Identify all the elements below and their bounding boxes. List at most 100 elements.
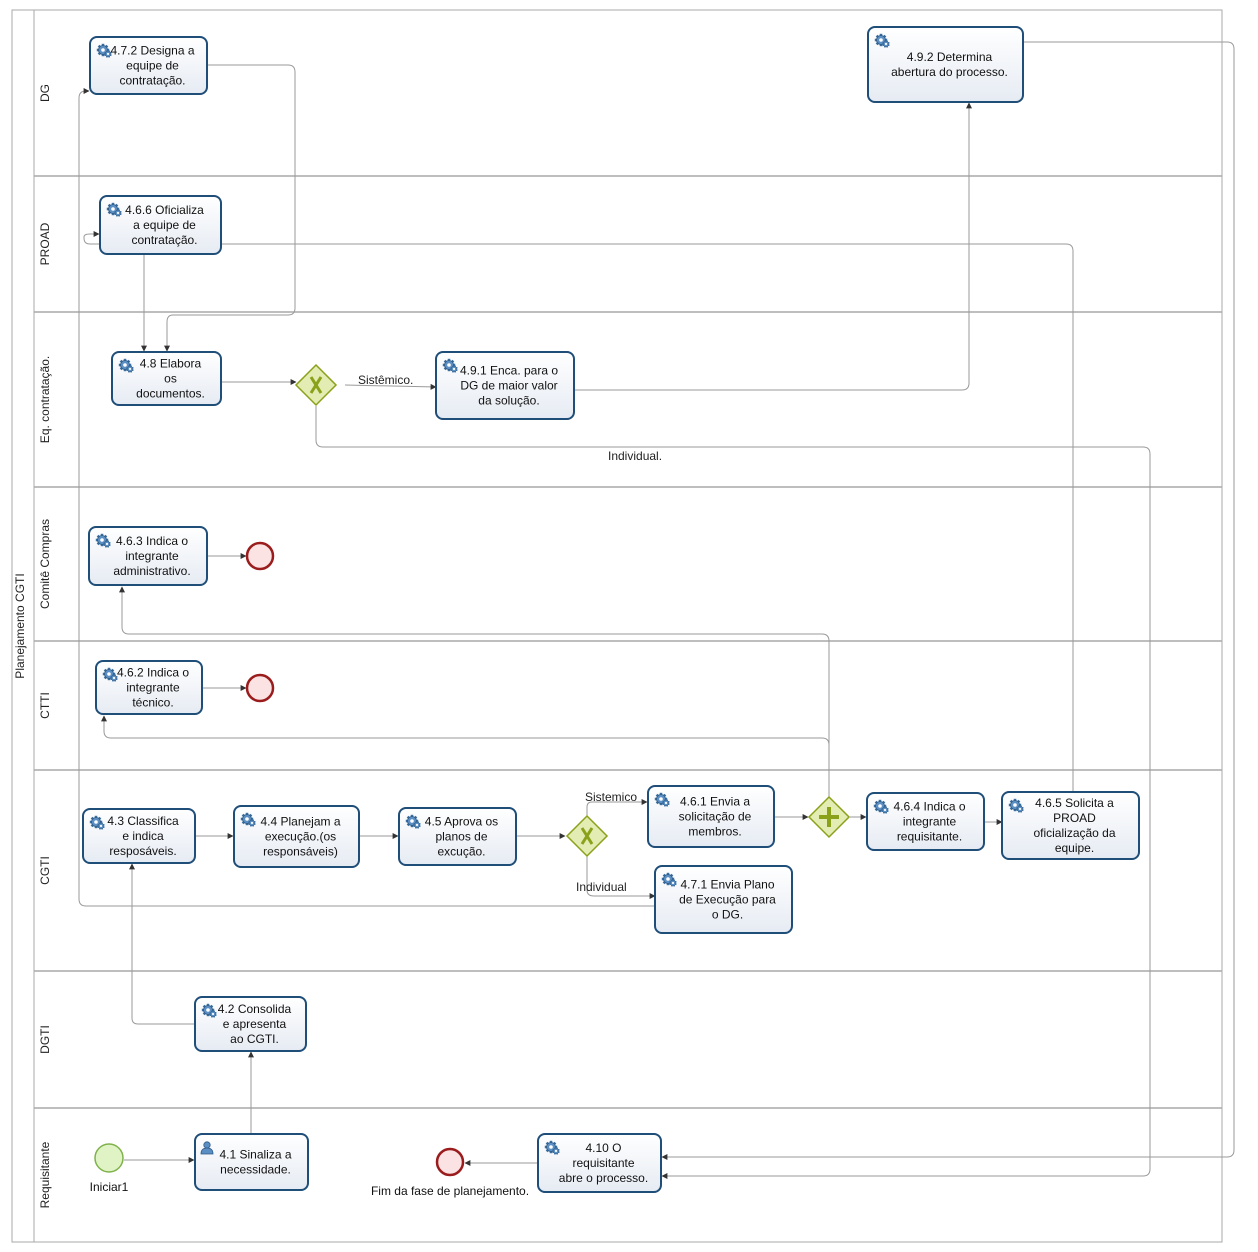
task-box[interactable]	[111, 351, 222, 406]
flow-472-to-48	[164, 64, 296, 352]
gear-icon	[240, 812, 256, 827]
task-label-line: DG de maior valor	[460, 379, 557, 393]
task-box[interactable]	[398, 807, 517, 866]
task-label-line: equipe de	[126, 59, 179, 73]
user-icon	[200, 1141, 214, 1155]
task-label-line: a equipe de	[133, 218, 196, 232]
lane-dgti: DGTI	[34, 970, 1222, 1054]
flow-465-to-466	[83, 231, 1074, 792]
task-box[interactable]	[194, 1133, 309, 1191]
pool-outline	[11, 9, 1223, 1243]
end-event-circle[interactable]	[245, 673, 275, 703]
task-label-line: 4.9.1 Enca. para o	[460, 364, 558, 378]
task-label-line: integrante	[125, 549, 179, 563]
lane-label-cgti: CGTI	[38, 856, 52, 885]
task-label-line: técnico.	[132, 696, 173, 710]
flow-491-to-492	[574, 102, 972, 391]
gear-icon	[661, 872, 677, 887]
task-label-line: 4.6.5 Solicita a	[1035, 796, 1114, 810]
task-box[interactable]	[89, 36, 208, 95]
task-box[interactable]	[537, 1133, 662, 1193]
lane-proad: PROAD	[34, 175, 1222, 265]
start-event-circle[interactable]	[94, 1143, 124, 1173]
end-event-circle[interactable]	[435, 1147, 465, 1177]
end-event-end1[interactable]	[245, 541, 275, 571]
gear-icon	[874, 33, 890, 48]
gateway-gw3-parallel[interactable]	[807, 795, 851, 839]
task-label-line: resposáveis.	[109, 844, 176, 858]
task-label-line: execução.(os	[265, 830, 336, 844]
gear-icon	[106, 202, 122, 217]
flow-492-to-410	[661, 41, 1235, 1160]
task-box[interactable]	[194, 996, 307, 1052]
gateway-gw2-exclusive[interactable]	[565, 814, 609, 858]
gear-icon	[1008, 798, 1024, 813]
task-label-line: da solução.	[478, 394, 539, 408]
task-label-line: PROAD	[1053, 811, 1096, 825]
event-label: Iniciar1	[90, 1180, 129, 1194]
task-box[interactable]	[1001, 791, 1140, 860]
task-box[interactable]	[867, 26, 1024, 103]
task-label-line: 4.6.6 Oficializa	[125, 203, 204, 217]
task-box[interactable]	[88, 526, 208, 586]
task-label-line: 4.8 Elabora	[140, 357, 202, 371]
gear-icon	[544, 1140, 560, 1155]
task-label-line: contratação.	[119, 74, 185, 88]
pool: Planejamento CGTI	[11, 9, 1223, 1243]
gateway-gw1-exclusive[interactable]	[294, 363, 338, 407]
task-box[interactable]	[435, 351, 575, 420]
task-box[interactable]	[647, 785, 775, 848]
task-box[interactable]	[654, 865, 793, 934]
start-event-start1[interactable]: Iniciar1	[90, 1143, 129, 1194]
task-label-line: 4.6.3 Indica o	[116, 534, 188, 548]
gear-icon	[118, 358, 134, 373]
pool-label: Planejamento CGTI	[13, 573, 27, 678]
lane-label-comite: Comitê Compras	[38, 519, 52, 609]
lane-req: Requisitante	[34, 1107, 1222, 1208]
task-box[interactable]	[82, 808, 196, 864]
task-box[interactable]	[99, 195, 222, 255]
end-event-end2[interactable]	[245, 673, 275, 703]
task-label-line: de Execução para	[679, 893, 776, 907]
task-label-line: excução.	[437, 845, 485, 859]
gear-icon	[873, 799, 889, 814]
task-label-line: equipe.	[1055, 841, 1094, 855]
lane-label-dgti: DGTI	[38, 1025, 52, 1054]
end-event-circle[interactable]	[245, 541, 275, 571]
flow-label-sistemico-cgti: Sistemico	[585, 790, 637, 804]
gear-icon	[96, 43, 112, 58]
lane-label-eq: Eq. contratação.	[38, 356, 52, 443]
task-label-line: documentos.	[136, 387, 205, 401]
exclusive-x-icon	[580, 827, 594, 845]
task-box[interactable]	[233, 805, 360, 868]
gear-icon	[102, 667, 118, 682]
parallel-plus-icon	[819, 807, 839, 827]
task-label-line: oficialização da	[1033, 826, 1115, 840]
flow-gw2-to-471	[586, 856, 656, 899]
task-box[interactable]	[95, 660, 203, 715]
task-label-line: necessidade.	[220, 1163, 291, 1177]
task-label-line: ao CGTI.	[230, 1032, 279, 1046]
task-box[interactable]	[866, 792, 985, 851]
lane-label-proad: PROAD	[38, 222, 52, 265]
end-event-end3[interactable]: Fim da fase de planejamento.	[371, 1147, 529, 1198]
lane-label-ctti: CTTI	[38, 692, 52, 719]
